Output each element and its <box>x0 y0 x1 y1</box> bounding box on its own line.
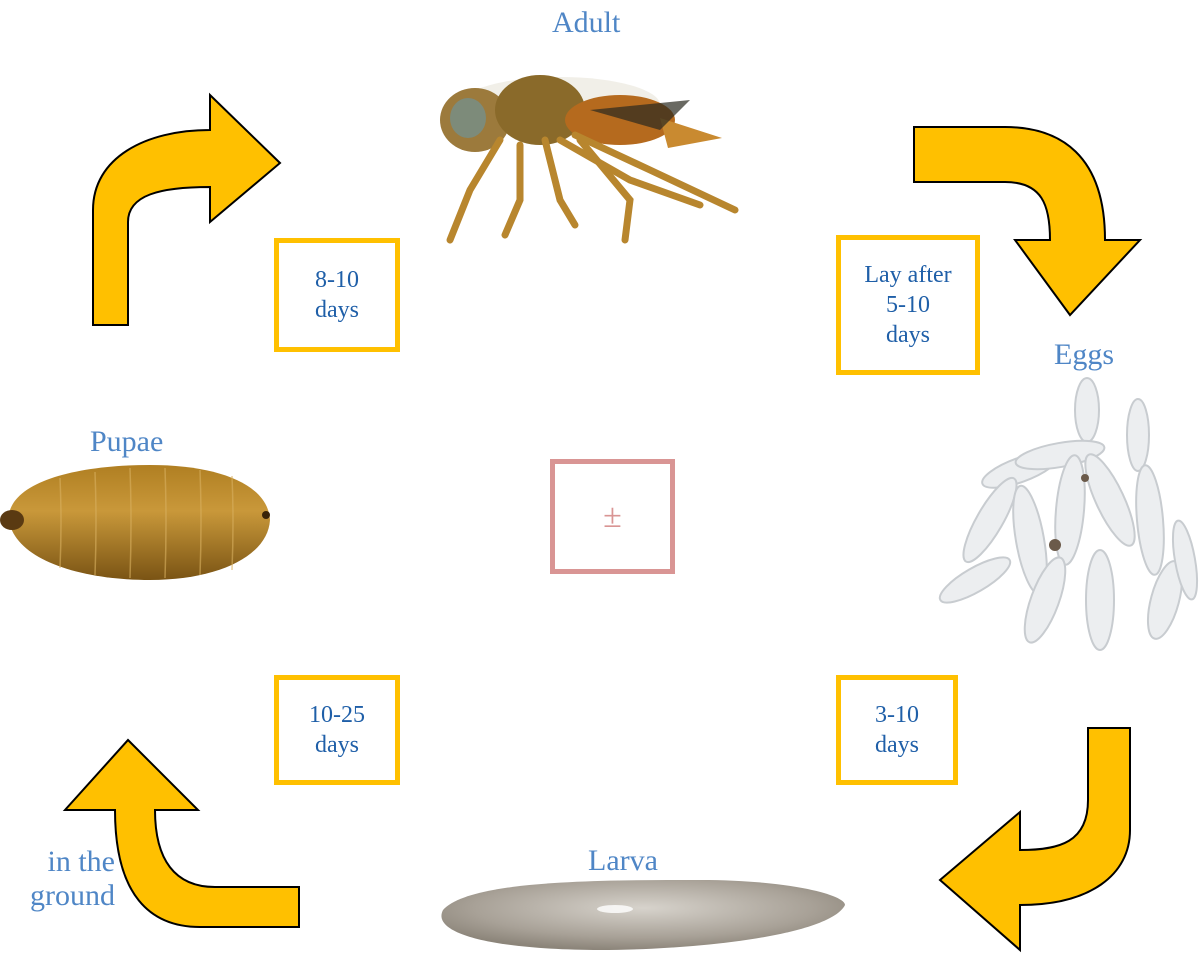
duration-box-adult-to-eggs: Lay after 5-10 days <box>836 235 980 375</box>
curved-arrow-icon <box>940 728 1130 950</box>
duration-box-eggs-to-larva: 3-10 days <box>836 675 958 785</box>
duration-box-larva-to-pupae: 10-25 days <box>274 675 400 785</box>
center-symbol-box: ± <box>550 459 675 574</box>
center-symbol: ± <box>603 498 622 536</box>
pupa-image <box>0 465 270 580</box>
duration-box-pupae-to-adult: 8-10 days <box>274 238 400 352</box>
duration-text: 3-10 days <box>875 700 919 760</box>
curved-arrow-icon <box>93 95 280 325</box>
duration-text: Lay after 5-10 days <box>864 260 951 350</box>
egg-cluster-image <box>934 378 1199 650</box>
duration-text: 10-25 days <box>309 700 365 760</box>
larva-image <box>441 880 845 950</box>
duration-text: 8-10 days <box>315 265 359 325</box>
fly-adult-image <box>440 75 735 240</box>
pupation-location-note: in the ground <box>8 845 115 913</box>
